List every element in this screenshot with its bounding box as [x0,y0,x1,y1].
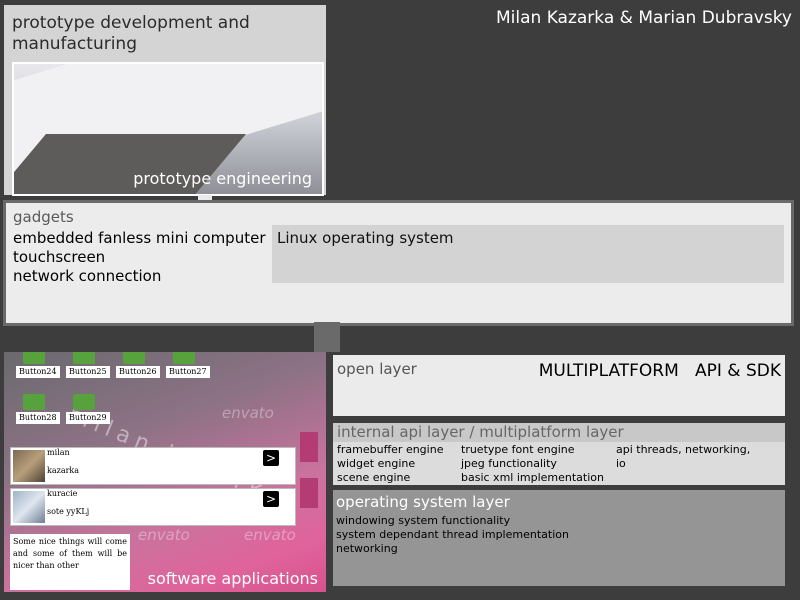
gadgets-title: gadgets [13,208,74,226]
os-layer-list: windowing system functionality system de… [336,514,569,556]
authors-heading: Milan Kazarka & Marian Dubravsky [495,8,792,28]
os-item: system dependant thread implementation [336,528,569,541]
open-button[interactable]: > [263,491,279,507]
folder-icon [23,352,45,364]
scroll-indicator[interactable] [300,478,318,508]
internal-item: scene engine [337,471,411,484]
open-button[interactable]: > [263,450,279,466]
api-sdk-heading: MULTIPLATFORM API & SDK [538,361,781,381]
internal-col-3: api threads, networking, io [616,443,750,471]
linux-os-box: Linux operating system [272,225,784,283]
folder-icon [123,352,145,364]
watermark: envato [222,404,274,422]
gadget-item: touchscreen [13,248,106,266]
watermark: envato [244,526,296,544]
internal-item: jpeg functionality [461,457,557,470]
prototype-panel: prototype development and manufacturing … [4,5,326,196]
internal-item: api threads, networking, [616,443,751,456]
app-icon-label: Button28 [16,412,60,424]
card-line2: kazarka [47,466,80,475]
folder-icon [73,352,95,364]
app-icon-label: Button26 [116,366,160,378]
folder-icon [23,394,45,410]
folder-icon [73,394,95,410]
os-item: windowing system functionality [336,514,511,527]
app-icon[interactable]: Button28 [10,394,60,428]
gadget-item: network connection [13,267,162,285]
app-icon[interactable]: Button27 [160,352,210,382]
os-item: networking [336,542,398,555]
app-icon-label: Button25 [66,366,110,378]
scroll-indicator[interactable] [300,432,318,462]
gadget-item: embedded fanless mini computer [13,229,266,247]
internal-item: truetype font engine [461,443,575,456]
card-thumbnail [13,450,45,482]
internal-item: widget engine [337,457,416,470]
gadgets-panel: gadgets embedded fanless mini computer t… [3,200,794,326]
internal-col-1: framebuffer engine widget engine scene e… [337,443,443,485]
card-line1: kuracie [47,489,78,498]
prototype-title: prototype development and manufacturing [12,13,250,54]
os-layer-title: operating system layer [336,493,510,511]
internal-layer-title: internal api layer / multiplatform layer [333,423,785,442]
connector-middle [314,322,340,352]
app-icon-label: Button24 [16,366,60,378]
gadgets-list: embedded fanless mini computer touchscre… [13,229,266,286]
app-icon-label: Button27 [166,366,210,378]
internal-col-2: truetype font engine jpeg functionality … [461,443,604,485]
open-layer-title: open layer [337,360,417,378]
linux-os-label: Linux operating system [277,229,454,247]
folder-icon [173,352,195,364]
internal-item: io [616,457,626,470]
prototype-caption: prototype engineering [133,169,312,188]
note-text: Some nice things will come and some of t… [10,534,130,590]
internal-item: framebuffer engine [337,443,444,456]
apps-label: software applications [147,569,318,588]
card-thumbnail [13,491,45,523]
app-icon[interactable]: Button29 [60,394,110,428]
app-icon[interactable]: Button24 [10,352,60,382]
internal-layer-panel: internal api layer / multiplatform layer… [333,423,785,485]
internal-item: basic xml implementation [461,471,604,484]
list-card[interactable]: kuracie sote yyKLj > [10,488,296,526]
app-icon[interactable]: Button26 [110,352,160,382]
app-icon[interactable]: Button25 [60,352,110,382]
card-line2: sote yyKLj [47,507,90,516]
list-card[interactable]: milan kazarka > [10,447,296,485]
app-icon-label: Button29 [66,412,110,424]
software-applications-panel: milan kazarka envato envato envato Butto… [4,352,326,592]
os-layer-panel: operating system layer windowing system … [333,490,785,586]
prototype-image[interactable]: prototype engineering [12,62,324,196]
watermark: envato [138,526,190,544]
open-layer-panel: open layer MULTIPLATFORM API & SDK [333,355,785,416]
card-line1: milan [47,448,70,457]
